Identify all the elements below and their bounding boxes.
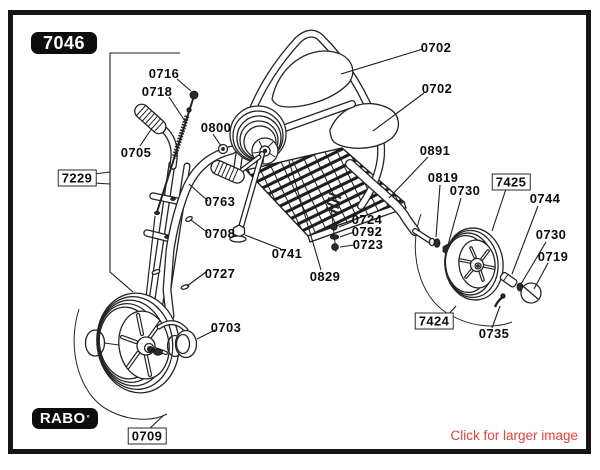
leader-0763 — [188, 183, 209, 202]
leader-0708 — [190, 219, 209, 234]
foot-platform — [244, 147, 407, 243]
leader-7229 — [93, 171, 111, 175]
front-wheel — [84, 292, 198, 394]
click-for-larger-image-link[interactable]: Click for larger image — [450, 428, 578, 443]
leader-0744 — [511, 205, 539, 275]
rear-axle-arm — [345, 159, 452, 255]
leader-0735 — [491, 305, 501, 329]
leader-0719 — [533, 262, 549, 290]
leader-0829 — [288, 160, 322, 271]
leader-0703 — [196, 329, 216, 340]
front-wheel-group-curve — [73, 308, 168, 420]
rear-wheel — [444, 227, 542, 308]
washer-0819 — [433, 238, 441, 248]
rod-ball-0716 — [189, 90, 199, 100]
leader-0709 — [147, 414, 165, 431]
brand-logo: RABO° — [32, 408, 98, 429]
leader-0730 — [520, 241, 547, 285]
drive-pulley — [210, 105, 287, 243]
leader-0819 — [435, 184, 441, 238]
leader-0702 — [372, 92, 425, 132]
leader-0730 — [447, 197, 462, 246]
seat-front-0702 — [271, 50, 354, 108]
axle-sleeve-0744 — [499, 271, 518, 288]
right-support-roller — [156, 320, 198, 359]
leader-0723 — [339, 244, 355, 248]
leader-0891 — [388, 156, 429, 199]
left-support-roller — [84, 329, 120, 357]
nut-0723 — [331, 243, 339, 251]
leader-0800 — [212, 133, 222, 147]
model-number: 7046 — [42, 32, 86, 53]
seat-back-0702 — [329, 103, 399, 149]
cotter-pin-0735 — [493, 293, 506, 308]
leader-0792 — [339, 231, 355, 238]
hubcap-0719 — [520, 282, 542, 304]
leader-0718 — [168, 96, 186, 122]
leader-0705 — [139, 127, 153, 147]
brake-rod — [145, 90, 199, 299]
leader-lines — [93, 48, 549, 431]
bolt-0724 — [330, 223, 338, 231]
frame-front-tube — [151, 145, 237, 321]
pedal-bolt-0741 — [229, 224, 247, 243]
bracket-7229 — [109, 52, 180, 293]
brand-trademark: ° — [86, 413, 91, 423]
leader-0727 — [186, 271, 207, 287]
leader-0741 — [244, 234, 282, 250]
washer-0792 — [329, 234, 340, 240]
model-number-badge: 7046 — [31, 32, 97, 54]
leader-7424 — [447, 305, 457, 316]
handlebar-grip — [134, 103, 167, 135]
leader-7425 — [491, 188, 507, 232]
brand-name: RABO — [39, 410, 86, 427]
seat-hoop — [233, 29, 386, 210]
leader-0716 — [176, 78, 192, 92]
leader-0724 — [338, 220, 355, 228]
leader-7229 — [93, 182, 111, 185]
bolt-stack — [329, 205, 340, 253]
leader-0702 — [340, 48, 424, 75]
seat-shells — [264, 50, 399, 149]
